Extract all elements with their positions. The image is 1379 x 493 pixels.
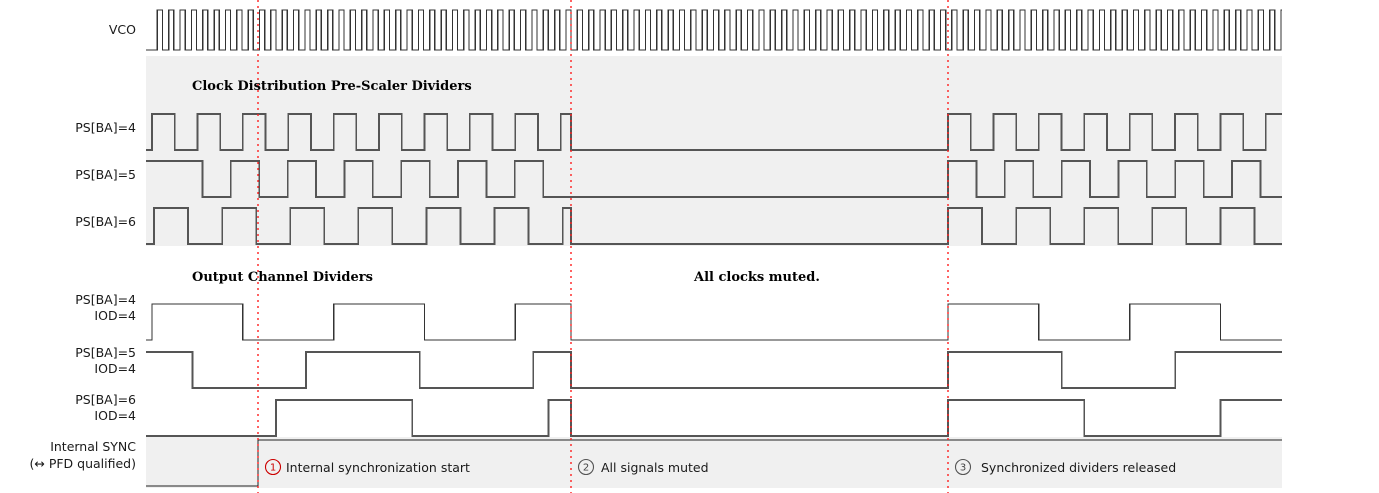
event-badge-number-2: 2 (583, 463, 589, 474)
row-label-internal-sync: (↔ PFD qualified) (30, 456, 137, 471)
section-title-muted: All clocks muted. (693, 270, 820, 285)
sync-band (146, 437, 1282, 488)
event-badge-circle-2 (577, 458, 595, 476)
section-title-prescaler: Clock Distribution Pre-Scaler Dividers (192, 79, 472, 94)
event-badge-number-3: 3 (960, 463, 966, 474)
row-label-ps-ba-6: PS[BA]=6 (75, 214, 136, 229)
event-badge-circle-3 (954, 458, 972, 476)
event-badge-circle-1 (264, 458, 282, 476)
event-annotations-layer: 1 Internal synchronization start 2 All sign… (264, 458, 1176, 476)
waveform-out-ps5-iod4 (146, 351, 1282, 389)
row-label-vco: VCO (109, 22, 136, 37)
row-label-out-ps5-iod4: IOD=4 (94, 361, 136, 376)
waveform-vco (146, 9, 1282, 51)
event-label-2: All signals muted (601, 460, 709, 475)
waveform-ps-ba-6 (146, 207, 1282, 245)
row-label-internal-sync: Internal SYNC (50, 439, 136, 454)
band-backgrounds (146, 56, 1282, 488)
row-label-out-ps6-iod4: PS[BA]=6 (75, 392, 136, 407)
section-titles-layer: Clock Distribution Pre-Scaler DividersOu… (192, 79, 820, 285)
waveform-ps-ba-4 (146, 113, 1282, 151)
event-annotation-2: 2 All signals muted (577, 458, 709, 476)
event-marker-lines (257, 0, 949, 493)
prescaler-band (146, 56, 1282, 246)
event-label-3: Synchronized dividers released (981, 460, 1176, 475)
row-labels-layer: VCOPS[BA]=4PS[BA]=5PS[BA]=6PS[BA]=4IOD=4… (30, 22, 137, 471)
event-annotation-3: 3 Synchronized dividers released (954, 458, 1176, 476)
event-badge-number-1: 1 (270, 463, 276, 474)
event-label-1: Internal synchronization start (286, 460, 470, 475)
waveform-ps-ba-5 (146, 160, 1282, 198)
event-annotation-1: 1 Internal synchronization start (264, 458, 470, 476)
row-label-ps-ba-4: PS[BA]=4 (75, 120, 136, 135)
row-label-out-ps5-iod4: PS[BA]=5 (75, 345, 136, 360)
row-label-out-ps4-iod4: PS[BA]=4 (75, 292, 136, 307)
row-label-ps-ba-5: PS[BA]=5 (75, 167, 136, 182)
waveform-out-ps4-iod4 (146, 303, 1282, 341)
section-title-outputs: Output Channel Dividers (192, 270, 373, 285)
row-label-out-ps4-iod4: IOD=4 (94, 308, 136, 323)
row-label-out-ps6-iod4: IOD=4 (94, 408, 136, 423)
waveform-out-ps6-iod4 (146, 399, 1282, 437)
